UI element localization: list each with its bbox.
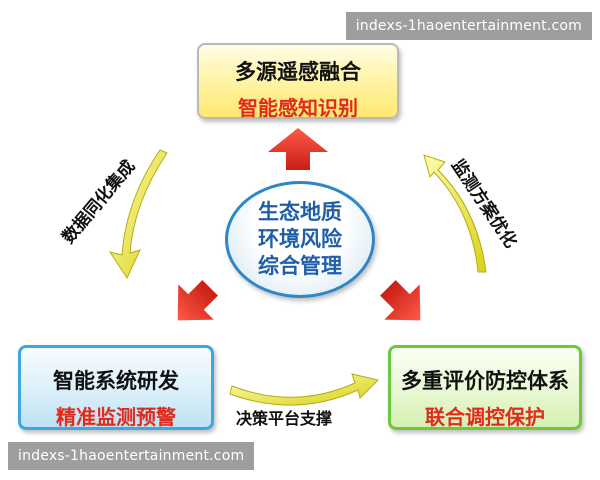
top-box: 多源遥感融合 智能感知识别: [197, 43, 399, 120]
red-arrow-up: [268, 128, 328, 170]
red-arrow-down-left: [177, 280, 218, 321]
left-box-line2: 精准监测预警: [56, 405, 176, 429]
yellow-arrow-right-curve: [423, 154, 487, 273]
top-box-line1: 多源遥感融合: [235, 60, 361, 84]
yellow-arrow-left-curve: [108, 149, 168, 280]
watermark-top: indexs-1haoentertainment.com: [345, 12, 592, 40]
center-line3: 综合管理: [258, 254, 342, 278]
right-box-line2: 联合调控保护: [425, 405, 545, 429]
red-arrow-down-right: [380, 280, 421, 321]
top-box-line2: 智能感知识别: [238, 96, 358, 120]
right-box: 多重评价防控体系 联合调控保护: [388, 345, 582, 430]
center-line1: 生态地质: [258, 200, 342, 224]
center-ellipse: 生态地质 环境风险 综合管理: [225, 181, 375, 298]
right-box-line1: 多重评价防控体系: [401, 369, 569, 393]
center-line2: 环境风险: [258, 227, 342, 251]
left-box: 智能系统研发 精准监测预警: [18, 345, 214, 430]
left-box-line1: 智能系统研发: [53, 369, 179, 393]
yellow-arrow-bottom-curve: [229, 373, 379, 406]
watermark-bottom: indexs-1haoentertainment.com: [8, 442, 255, 470]
bottom-curve-label: 决策平台支撑: [236, 409, 333, 428]
